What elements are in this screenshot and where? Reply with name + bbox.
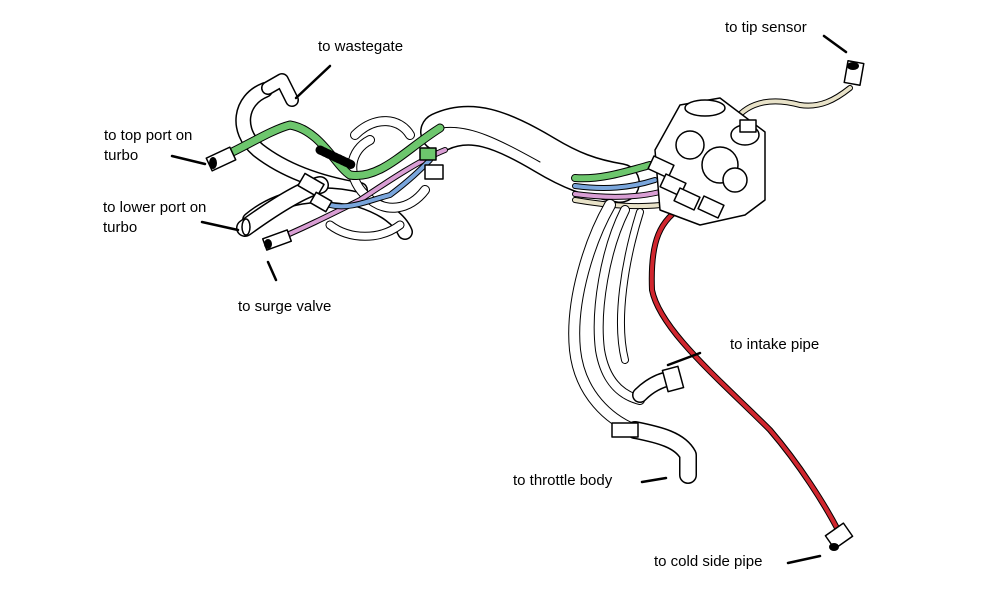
leader-throttle (640, 476, 668, 484)
label-cold-side-pipe: to cold side pipe (654, 553, 763, 570)
solenoid-block (647, 97, 766, 226)
leader-wastegate (294, 64, 332, 100)
top-port-fitting (205, 146, 237, 172)
label-surge-valve: to surge valve (238, 298, 332, 315)
leader-lower-port (200, 220, 240, 232)
label-intake-pipe: to intake pipe (730, 336, 820, 353)
leader-intake (666, 351, 702, 367)
tip-sensor-hose (732, 60, 865, 123)
label-lower-port-turbo: to lower port on turbo (103, 199, 207, 236)
leader-surge (266, 260, 278, 282)
label-throttle-body: to throttle body (513, 472, 613, 489)
leader-cold (786, 554, 822, 565)
leader-top-port (170, 154, 207, 166)
throttle-hoses (568, 199, 697, 484)
label-top-port-turbo: to top port on turbo (104, 127, 193, 164)
leader-tip (822, 34, 848, 54)
leader-lines (170, 34, 848, 565)
surge-valve-hose (261, 147, 448, 251)
cold-side-hose (648, 202, 854, 551)
label-tip-sensor: to tip sensor (725, 19, 807, 36)
label-wastegate: to wastegate (318, 38, 404, 55)
wastegate-hose (210, 73, 445, 181)
left-fittings (297, 147, 444, 213)
